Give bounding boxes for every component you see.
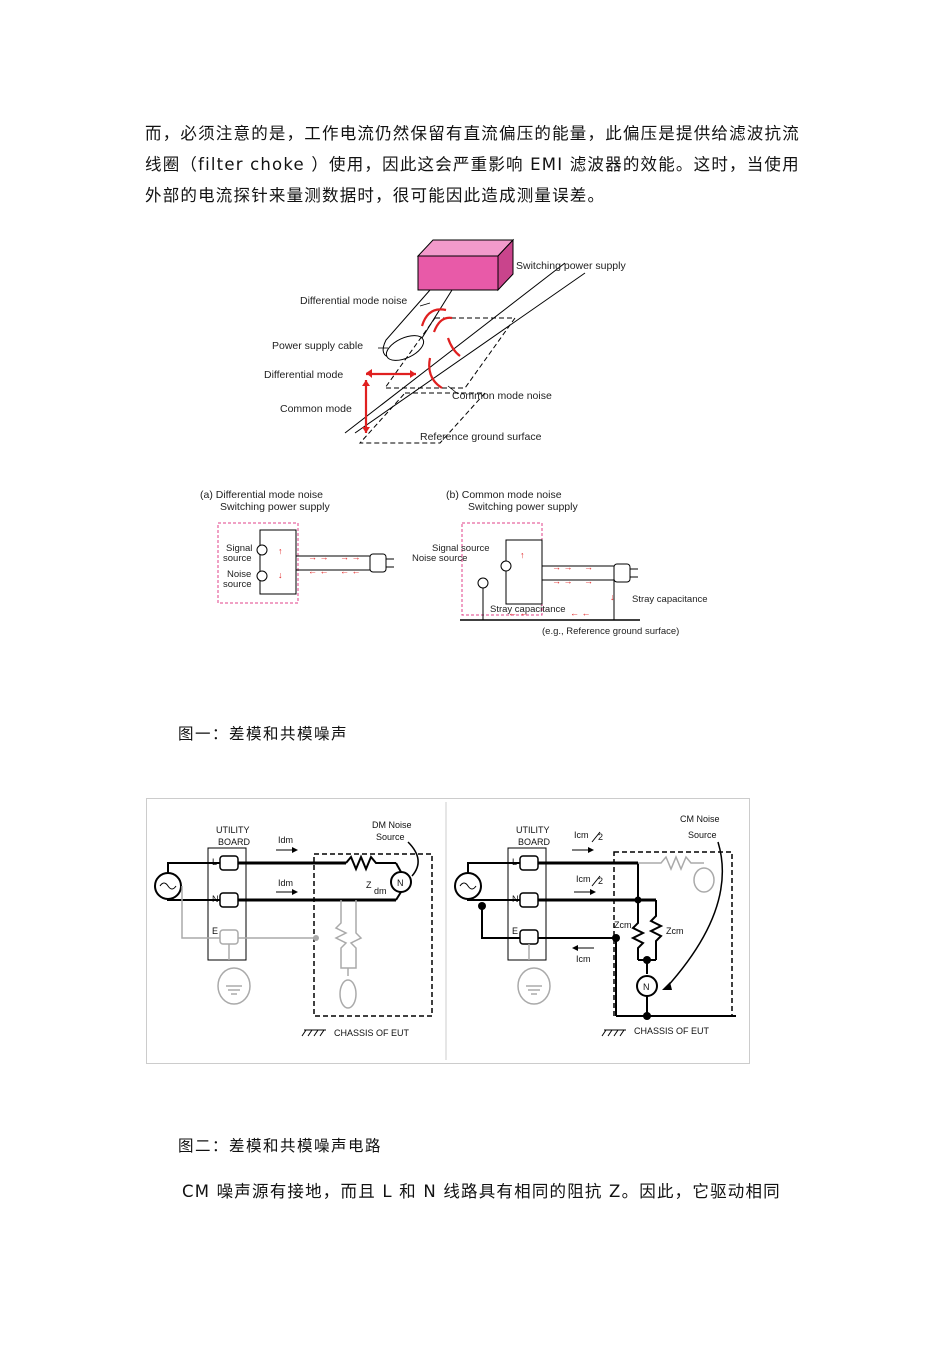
svg-text:E: E [212, 926, 218, 936]
noise-arrows [364, 308, 461, 433]
svg-text:Idm: Idm [278, 835, 293, 845]
svg-text:← ←: ← ← [308, 566, 329, 576]
svg-text:Stray capacitance: Stray capacitance [490, 604, 566, 615]
label-common-mode: Common mode [280, 403, 352, 415]
reference-ground-plane [358, 317, 516, 444]
closing-paragraph: CM 噪声源有接地，而且 L 和 N 线路具有相同的阻抗 Z。因此，它驱动相同 [182, 1182, 781, 1201]
dm-circuit: UTILITY BOARD L N E N Idm [154, 820, 433, 1038]
svg-text:CM Noise: CM Noise [680, 814, 720, 824]
svg-text:Noise: Noise [227, 569, 251, 580]
svg-text:Zcm: Zcm [614, 920, 632, 930]
figure-1-noise-modes: Switching power supply Differential mode… [190, 228, 730, 640]
svg-text:2: 2 [598, 876, 603, 886]
svg-text:Icm: Icm [576, 954, 591, 964]
svg-text:dm: dm [374, 886, 387, 896]
svg-text:N: N [643, 982, 650, 992]
svg-text:↑: ↑ [278, 546, 283, 556]
svg-text:DM Noise: DM Noise [372, 820, 412, 830]
svg-text:← ←: ← ← [340, 566, 361, 576]
svg-text:Idm: Idm [278, 878, 293, 888]
intro-paragraph: 而，必须注意的是，工作电流仍然保留有直流偏压的能量，此偏压是提供给滤波抗流线圈（… [145, 124, 800, 205]
svg-text:2: 2 [598, 832, 603, 842]
power-supply-cable [382, 289, 453, 361]
figure-2-caption: 图二：差模和共模噪声电路 [178, 1137, 383, 1155]
svg-text:Icm: Icm [576, 874, 591, 884]
svg-text:→ →: → → [552, 576, 573, 586]
svg-text:E: E [512, 926, 518, 936]
svg-text:Zcm: Zcm [666, 926, 684, 936]
diagram-a: → → → → ← ← ← ← ↑ ↓ Signal source Noise sou… [217, 522, 394, 604]
svg-text:source: source [223, 579, 252, 590]
svg-text:→: → [584, 576, 593, 586]
svg-text:UTILITY: UTILITY [516, 825, 550, 835]
figure-2-noise-circuits: UTILITY BOARD L N E N Idm [146, 798, 750, 1064]
svg-text:→ →: → → [340, 552, 361, 562]
svg-text:UTILITY: UTILITY [216, 825, 250, 835]
label-b-subtitle: Switching power supply [468, 501, 578, 513]
label-common-mode-noise: Common mode noise [452, 390, 552, 402]
svg-text:→: → [584, 562, 593, 572]
svg-text:↓: ↓ [610, 592, 615, 602]
cm-circuit: UTILITY BOARD L N E N [454, 814, 736, 1037]
svg-text:↓: ↓ [278, 570, 283, 580]
svg-text:→ →: → → [308, 552, 329, 562]
svg-text:BOARD: BOARD [518, 837, 551, 847]
svg-text:Signal: Signal [226, 543, 252, 554]
svg-text:Icm: Icm [574, 830, 589, 840]
figure-1-caption: 图一：差模和共模噪声 [178, 725, 349, 743]
figure-1-diagram: Switching power supply Differential mode… [190, 228, 730, 640]
label-power-supply-cable: Power supply cable [272, 340, 363, 352]
svg-text:→ →: → → [552, 562, 573, 572]
figure-2-diagram: UTILITY BOARD L N E N Idm [146, 798, 750, 1064]
svg-text:source: source [223, 553, 252, 564]
label-b-title: (b) Common mode noise [446, 489, 562, 501]
power-supply-box [416, 238, 515, 292]
svg-text:Z: Z [366, 880, 372, 890]
svg-text:← ←: ← ← [508, 608, 529, 618]
svg-text:Stray capacitance: Stray capacitance [632, 594, 708, 605]
svg-text:Noise source: Noise source [412, 553, 467, 564]
label-a-subtitle: Switching power supply [220, 501, 330, 513]
label-reference-ground-surface: Reference ground surface [420, 431, 542, 443]
svg-text:Source: Source [376, 832, 405, 842]
svg-text:↑: ↑ [520, 550, 525, 560]
svg-text:CHASSIS OF EUT: CHASSIS OF EUT [334, 1028, 410, 1038]
svg-text:N: N [397, 878, 404, 888]
label-differential-mode: Differential mode [264, 369, 343, 381]
svg-text:(e.g., Reference ground surfac: (e.g., Reference ground surface) [542, 626, 679, 637]
svg-text:CHASSIS OF EUT: CHASSIS OF EUT [634, 1026, 710, 1036]
svg-text:Source: Source [688, 830, 717, 840]
diagram-b: → → → → → → ↑ ↓ ← ← ← ← Signal source Noise … [412, 522, 708, 637]
label-switching-power-supply: Switching power supply [516, 260, 626, 272]
svg-text:Signal source: Signal source [432, 543, 490, 554]
svg-text:← ←: ← ← [570, 608, 591, 618]
label-differential-mode-noise: Differential mode noise [300, 295, 407, 307]
svg-text:BOARD: BOARD [218, 837, 251, 847]
label-a-title: (a) Differential mode noise [200, 489, 323, 501]
